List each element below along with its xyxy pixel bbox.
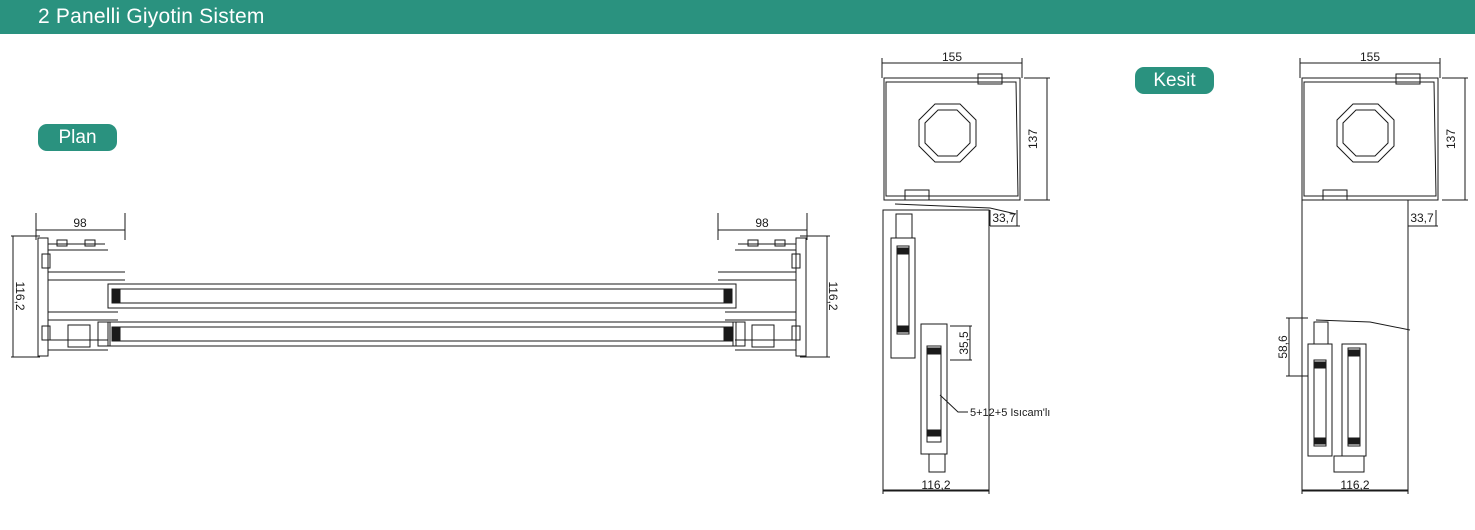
section2-bottom-width-dim: 116,2 — [1301, 476, 1409, 494]
glass-note: 5+12+5 Isıcam'lı — [970, 407, 1050, 419]
plan-left-depth-dim: 116,2 — [11, 235, 40, 358]
header-bar: 2 Panelli Giyotin Sistem — [0, 0, 1475, 34]
section1-box-height-text: 137 — [1026, 129, 1040, 149]
plan-glass-panel-upper — [107, 283, 737, 309]
section1-bottom-width-text: 116,2 — [921, 478, 950, 492]
section1-sash-offset-text: 35,5 — [957, 331, 971, 355]
section1-sash-offset-dim: 35,5 — [950, 325, 972, 361]
section2-box-height-text: 137 — [1444, 129, 1458, 149]
section1-sash-lower — [920, 323, 948, 473]
section2-offset-text: 33,7 — [1410, 211, 1434, 225]
section1-bottom-width-dim: 116,2 — [882, 476, 990, 494]
section2-sash-height-dim: 58,6 — [1276, 317, 1308, 377]
section-view-2: 155 137 33,7 58,6 — [1276, 50, 1468, 494]
plan-right-frame — [718, 237, 807, 357]
section2-bottom-width-text: 116,2 — [1340, 478, 1369, 492]
section1-cassette-box — [883, 77, 1021, 201]
section2-top-width-dim: 155 — [1299, 50, 1441, 78]
section1-box-height-dim: 137 — [1024, 77, 1050, 201]
plan-right-width-text: 98 — [755, 216, 769, 230]
plan-right-depth-dim: 116,2 — [800, 235, 840, 358]
page-title: 2 Panelli Giyotin Sistem — [38, 5, 265, 28]
section2-box-height-dim: 137 — [1442, 77, 1468, 201]
kesit-label: Kesit — [1135, 67, 1214, 94]
section2-sash-right — [1333, 343, 1367, 473]
plan-right-depth-text: 116,2 — [826, 281, 840, 310]
section1-shaft-octagon — [918, 103, 977, 163]
section2-cassette-box — [1301, 77, 1439, 201]
section1-frame — [882, 209, 990, 491]
plan-left-width-dim: 98 — [35, 213, 126, 240]
section2-frame — [1301, 199, 1409, 491]
plan-label: Plan — [38, 124, 117, 151]
section1-sash-upper — [890, 213, 916, 359]
plan-left-depth-text: 116,2 — [13, 281, 27, 310]
section2-shaft-octagon — [1336, 103, 1395, 163]
section-view-1: 155 137 33,7 — [881, 50, 1050, 494]
plan-view: 98 98 116,2 116,2 — [11, 213, 840, 358]
section1-top-width-text: 155 — [942, 50, 962, 64]
section1-glass-leader — [939, 394, 968, 413]
plan-left-frame — [37, 237, 125, 357]
plan-right-width-dim: 98 — [717, 213, 808, 240]
section2-sash-left — [1307, 321, 1333, 457]
plan-left-width-text: 98 — [73, 216, 87, 230]
section2-sash-height-text: 58,6 — [1276, 335, 1290, 359]
plan-glass-panel-lower — [107, 321, 737, 347]
section1-top-width-dim: 155 — [881, 50, 1023, 78]
section2-top-width-text: 155 — [1360, 50, 1380, 64]
section1-offset-text: 33,7 — [992, 211, 1016, 225]
